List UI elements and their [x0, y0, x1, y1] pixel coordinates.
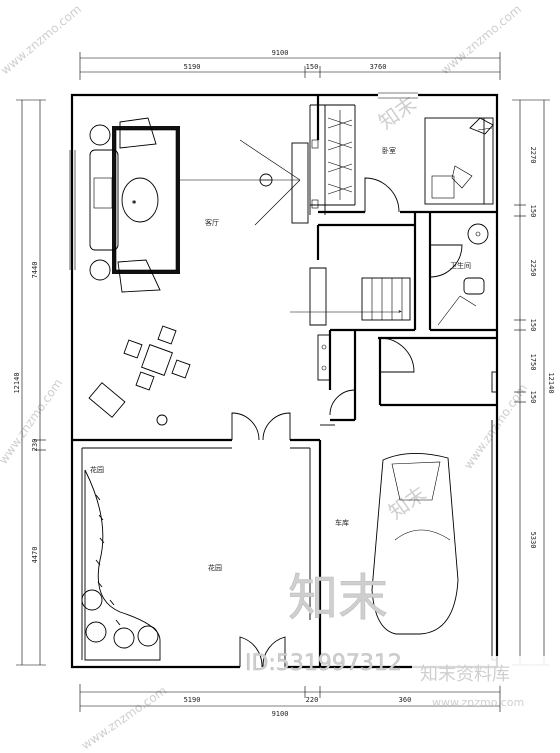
doors	[231, 177, 498, 668]
svg-text:✱: ✱	[132, 198, 137, 206]
sofa-set: ✱ 客厅	[89, 117, 301, 293]
watermark-site-top-right: www.znzmo.com	[438, 2, 524, 77]
watermark-site-bottom-right: www.znzmo.com	[432, 696, 524, 709]
room-label-living: 客厅	[205, 218, 219, 227]
staircase: ➤	[290, 267, 411, 326]
garage-car: 车库	[335, 453, 459, 635]
dimension-lines: 9100 5190 150 3760 5190 220 360 9100 744…	[13, 49, 555, 718]
bathroom-fixtures: 卫生间	[437, 223, 489, 326]
dim-bottom-left: 5190	[184, 696, 201, 704]
watermark-foreground: 知末 知末资料库 ID:531997312 www.znzmo.com	[245, 569, 560, 709]
watermark-id: ID:531997312	[245, 651, 402, 676]
walls	[69, 92, 499, 669]
room-label-bathroom: 卫生间	[450, 261, 471, 270]
dim-right-5: 1750	[529, 354, 537, 371]
watermark-layer: www.znzmo.com www.znzmo.com www.znzmo.co…	[0, 2, 530, 753]
side-cabinet	[317, 334, 331, 381]
dim-top-right: 3760	[370, 63, 387, 71]
room-label-garden: 花园	[208, 563, 222, 572]
dim-bottom-right: 360	[399, 696, 412, 704]
watermark-brand: 知末资料库	[420, 664, 510, 685]
watermark-site-bottom: www.znzmo.com	[79, 683, 169, 752]
dim-bottom-total: 9100	[272, 710, 289, 718]
dim-bottom-mid: 220	[306, 696, 319, 704]
dim-right-4: 150	[529, 319, 537, 332]
dim-right-7: 5330	[529, 532, 537, 549]
bed: 卧室	[382, 117, 494, 205]
dim-top-left: 5190	[184, 63, 201, 71]
room-label-garden-corner: 花园	[90, 465, 104, 474]
garden: 花园 花园	[81, 465, 222, 661]
watermark-site-left: www.znzmo.com	[0, 376, 65, 466]
dim-left-total: 12140	[13, 372, 21, 393]
dim-left-lower: 4470	[31, 547, 39, 564]
dim-right-1: 2270	[529, 147, 537, 164]
dining-set	[88, 325, 191, 426]
stair-arrow: ➤	[398, 308, 402, 316]
dim-top-total: 9100	[272, 49, 289, 57]
wardrobe	[291, 110, 353, 224]
room-label-garage: 车库	[335, 518, 349, 527]
dim-left-upper: 7440	[31, 262, 39, 279]
watermark-site-top-left: www.znzmo.com	[0, 2, 84, 77]
dim-right-2: 150	[529, 205, 537, 218]
watermark-logo-large: 知末	[288, 569, 388, 627]
dim-left-mid: 230	[31, 439, 39, 452]
room-label-bedroom: 卧室	[382, 146, 396, 155]
dim-top-mid: 150	[306, 63, 319, 71]
watermark-logo-mid: 知末	[384, 481, 431, 524]
dim-right-total: 12140	[547, 372, 555, 393]
dim-right-6: 150	[529, 391, 537, 404]
dim-right-3: 2250	[529, 260, 537, 277]
